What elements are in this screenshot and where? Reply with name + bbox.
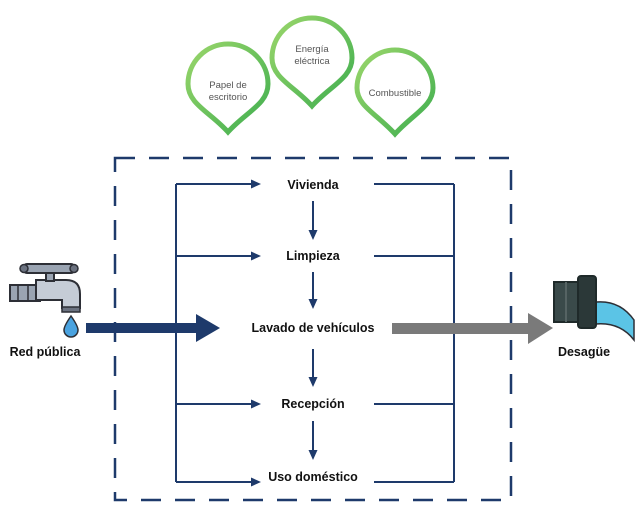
drain-pipe-icon <box>553 275 635 343</box>
pin-label-line1: Papel de <box>209 80 247 91</box>
pin-label-line2: escritorio <box>209 92 248 103</box>
resource-pin-energy: Energía eléctrica <box>269 15 355 110</box>
arrow-right-icon <box>528 313 553 344</box>
node-uso-domestico: Uso doméstico <box>268 470 358 484</box>
map-pin-icon <box>269 15 355 110</box>
sink-label: Desagüe <box>558 345 610 359</box>
map-pin-icon <box>354 47 436 138</box>
node-lavado: Lavado de vehículos <box>252 321 375 335</box>
resource-pin-fuel: Combustible <box>354 47 436 138</box>
arrow-right-icon <box>251 477 261 487</box>
arrow-down-icon <box>308 299 318 309</box>
arrow-down-icon <box>308 377 318 387</box>
resource-pin-paper: Papel de escritorio <box>185 41 271 136</box>
water-drop-icon <box>63 314 79 338</box>
pin-label-line1: Energía <box>295 44 329 55</box>
arrow-right-icon <box>251 399 261 409</box>
arrow-right-icon <box>196 314 220 342</box>
node-vivienda: Vivienda <box>287 178 339 192</box>
source-label: Red pública <box>10 345 82 359</box>
inflow-arrow <box>86 314 220 342</box>
arrow-right-icon <box>251 251 261 261</box>
node-recepcion: Recepción <box>281 397 344 411</box>
node-limpieza: Limpieza <box>286 249 341 263</box>
branch-arrowheads <box>251 179 261 487</box>
outflow-arrow <box>392 313 553 344</box>
faucet-icon <box>9 263 81 338</box>
map-pin-icon <box>185 41 271 136</box>
arrow-down-icon <box>308 230 318 240</box>
arrow-right-icon <box>251 179 261 189</box>
pin-label-line1: Combustible <box>369 88 422 99</box>
arrow-down-icon <box>308 450 318 460</box>
pin-label-line2: eléctrica <box>294 56 330 67</box>
